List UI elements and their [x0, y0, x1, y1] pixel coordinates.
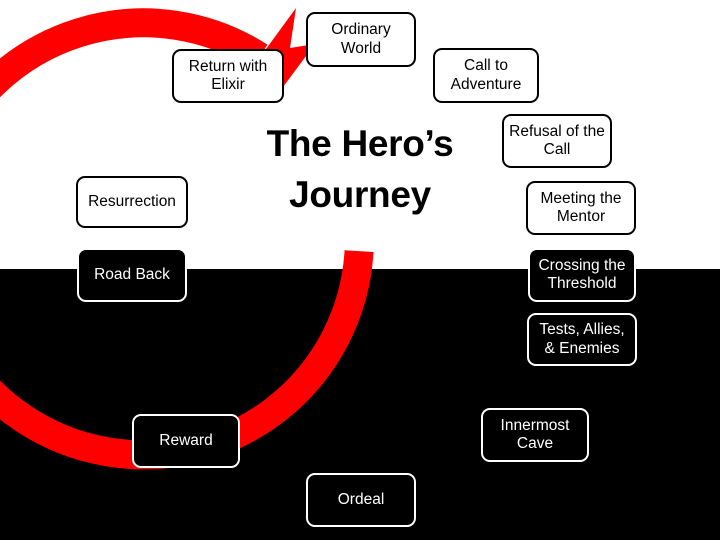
stage-node-label: Ordeal [337, 490, 385, 508]
stage-node[interactable]: Refusal of the Call [502, 114, 612, 168]
stage-node-label: Crossing the Threshold [538, 256, 626, 292]
stage-node-label: Innermost Cave [500, 416, 570, 452]
stage-node[interactable]: Ordinary World [306, 12, 416, 67]
stage-node-label: Reward [159, 431, 213, 449]
page-title: The Hero’s Journey [225, 118, 495, 220]
stage-node[interactable]: Call to Adventure [433, 48, 539, 103]
stage-node[interactable]: Road Back [77, 248, 187, 302]
stage-node[interactable]: Innermost Cave [481, 408, 589, 462]
stage-node[interactable]: Return with Elixir [172, 49, 284, 103]
stage-node[interactable]: Ordeal [306, 473, 416, 527]
stage-node-label: Refusal of the Call [509, 122, 605, 158]
stage-node-label: Ordinary World [331, 21, 391, 57]
stage-node-label: Call to Adventure [450, 57, 522, 93]
stage-node[interactable]: Resurrection [76, 176, 188, 228]
stage-node-label: Resurrection [88, 192, 176, 210]
title-line-1: The Hero’s [266, 123, 454, 164]
stage-node-label: Return with Elixir [188, 57, 268, 93]
stage-node-label: Meeting the Mentor [540, 189, 622, 225]
arrow-head-icon [258, 8, 315, 95]
stage-node[interactable]: Reward [132, 414, 240, 468]
red-arc-path [0, 8, 374, 470]
stage-node-label: Road Back [94, 265, 170, 283]
stage-node-label: Tests, Allies, & Enemies [539, 321, 625, 357]
title-line-2: Journey [289, 174, 431, 216]
stage-node[interactable]: Tests, Allies, & Enemies [527, 313, 637, 366]
stage-node[interactable]: Crossing the Threshold [528, 248, 636, 302]
stage-node[interactable]: Meeting the Mentor [526, 181, 636, 235]
